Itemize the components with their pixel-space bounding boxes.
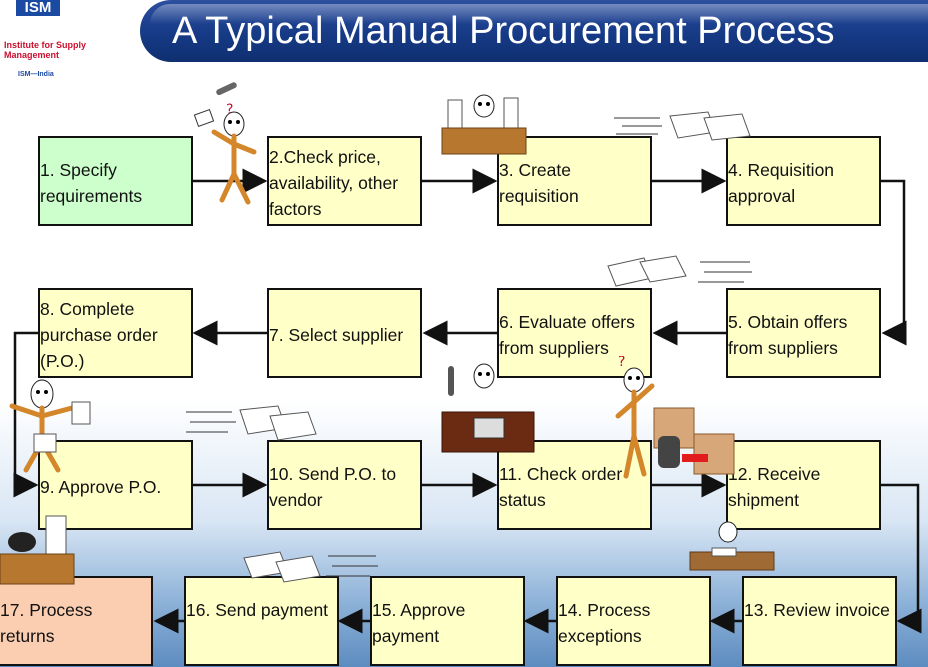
stick-figure-icon [9,379,91,473]
step-15: 15. Approve payment [370,576,525,666]
logo-line2: ISM—India [18,71,54,78]
ism-logo: ISM Institute for Supply Management ISM—… [0,0,90,80]
page-title: A Typical Manual Procurement Process [172,10,835,52]
step-1: 1. Specify requirements [38,136,193,226]
step-5: 5. Obtain offers from suppliers [726,288,881,378]
paper-stack-icon [186,405,317,441]
svg-text:?: ? [226,102,233,118]
paper-stack-icon [607,255,752,287]
step-2: 2.Check price, availability, other facto… [267,136,422,226]
step-4: 4. Requisition approval [726,136,881,226]
step-11: 11. Check order status [497,440,652,530]
paper-stack-icon [614,111,751,141]
package-icon: ? [615,356,735,479]
logo-line1: Institute for Supply Management [4,40,86,60]
step-17: 17. Process returns [0,576,153,666]
desk-figure-icon [689,521,775,571]
phone-figure-icon [441,363,535,453]
step-6: 6. Evaluate offers from suppliers [497,288,652,378]
step-13: 13. Review invoice [742,576,897,666]
desk-figure-icon [441,94,527,155]
logo-mark: ISM [16,0,60,16]
desk-figure-icon [0,515,75,585]
step-16: 16. Send payment [184,576,339,666]
step-12: 12. Receive shipment [726,440,881,530]
step-9: 9. Approve P.O. [38,440,193,530]
step-8: 8. Complete purchase order (P.O.) [38,288,193,378]
step-7: 7. Select supplier [267,288,422,378]
step-10: 10. Send P.O. to vendor [267,440,422,530]
step-14: 14. Process exceptions [556,576,711,666]
title-bar [140,0,928,62]
svg-text:?: ? [618,356,625,370]
stick-figure-icon: ? [193,82,257,205]
paper-stack-icon [243,551,378,583]
